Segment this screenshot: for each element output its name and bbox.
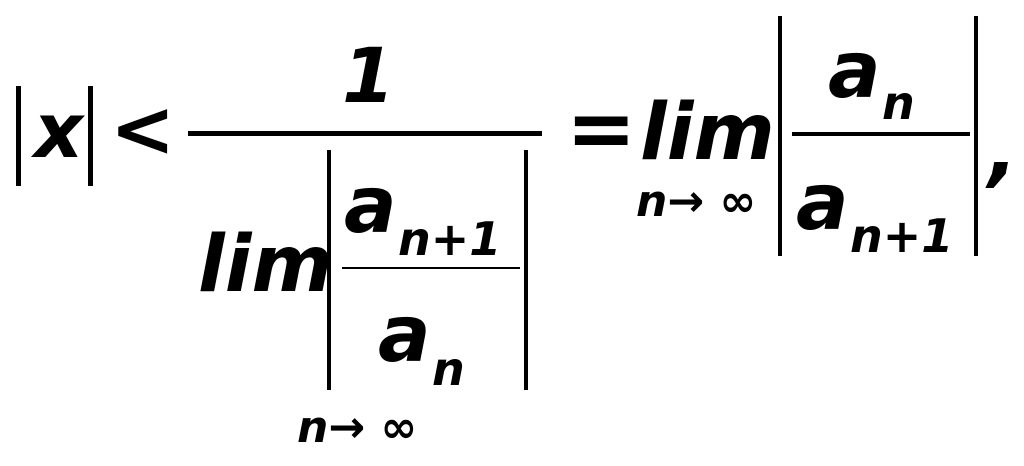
less-than-sign: < bbox=[110, 85, 176, 175]
trailing-comma: , bbox=[988, 106, 1018, 196]
right-denominator-a: a bbox=[796, 158, 849, 248]
inner-numerator-index: n+1 bbox=[398, 212, 502, 266]
inner-denominator-index: n bbox=[432, 342, 465, 396]
limit-word-left: lim bbox=[198, 220, 333, 310]
inner-abs-bar-left bbox=[327, 150, 331, 390]
main-fraction-line bbox=[188, 131, 542, 136]
inner-fraction-line bbox=[342, 267, 520, 269]
right-abs-bar-left bbox=[778, 16, 782, 256]
right-fraction-line bbox=[792, 132, 970, 136]
equals-sign: = bbox=[566, 79, 637, 177]
fraction-numerator-one: 1 bbox=[342, 31, 395, 120]
limit-subscript-right: n→ ∞ bbox=[636, 176, 757, 227]
variable-x: x bbox=[34, 86, 84, 175]
inner-numerator-a: a bbox=[344, 161, 397, 251]
limit-subscript-left: n→ ∞ bbox=[297, 402, 418, 453]
limit-word-right: lim bbox=[640, 88, 775, 178]
inner-abs-bar-right bbox=[524, 150, 528, 390]
abs-bar-left bbox=[16, 86, 21, 186]
right-denominator-index: n+1 bbox=[850, 209, 954, 263]
right-abs-bar-right bbox=[974, 16, 978, 256]
inner-denominator-a: a bbox=[378, 290, 431, 380]
right-numerator-index: n bbox=[882, 76, 915, 130]
abs-bar-right bbox=[88, 86, 93, 186]
right-numerator-a: a bbox=[828, 26, 881, 116]
